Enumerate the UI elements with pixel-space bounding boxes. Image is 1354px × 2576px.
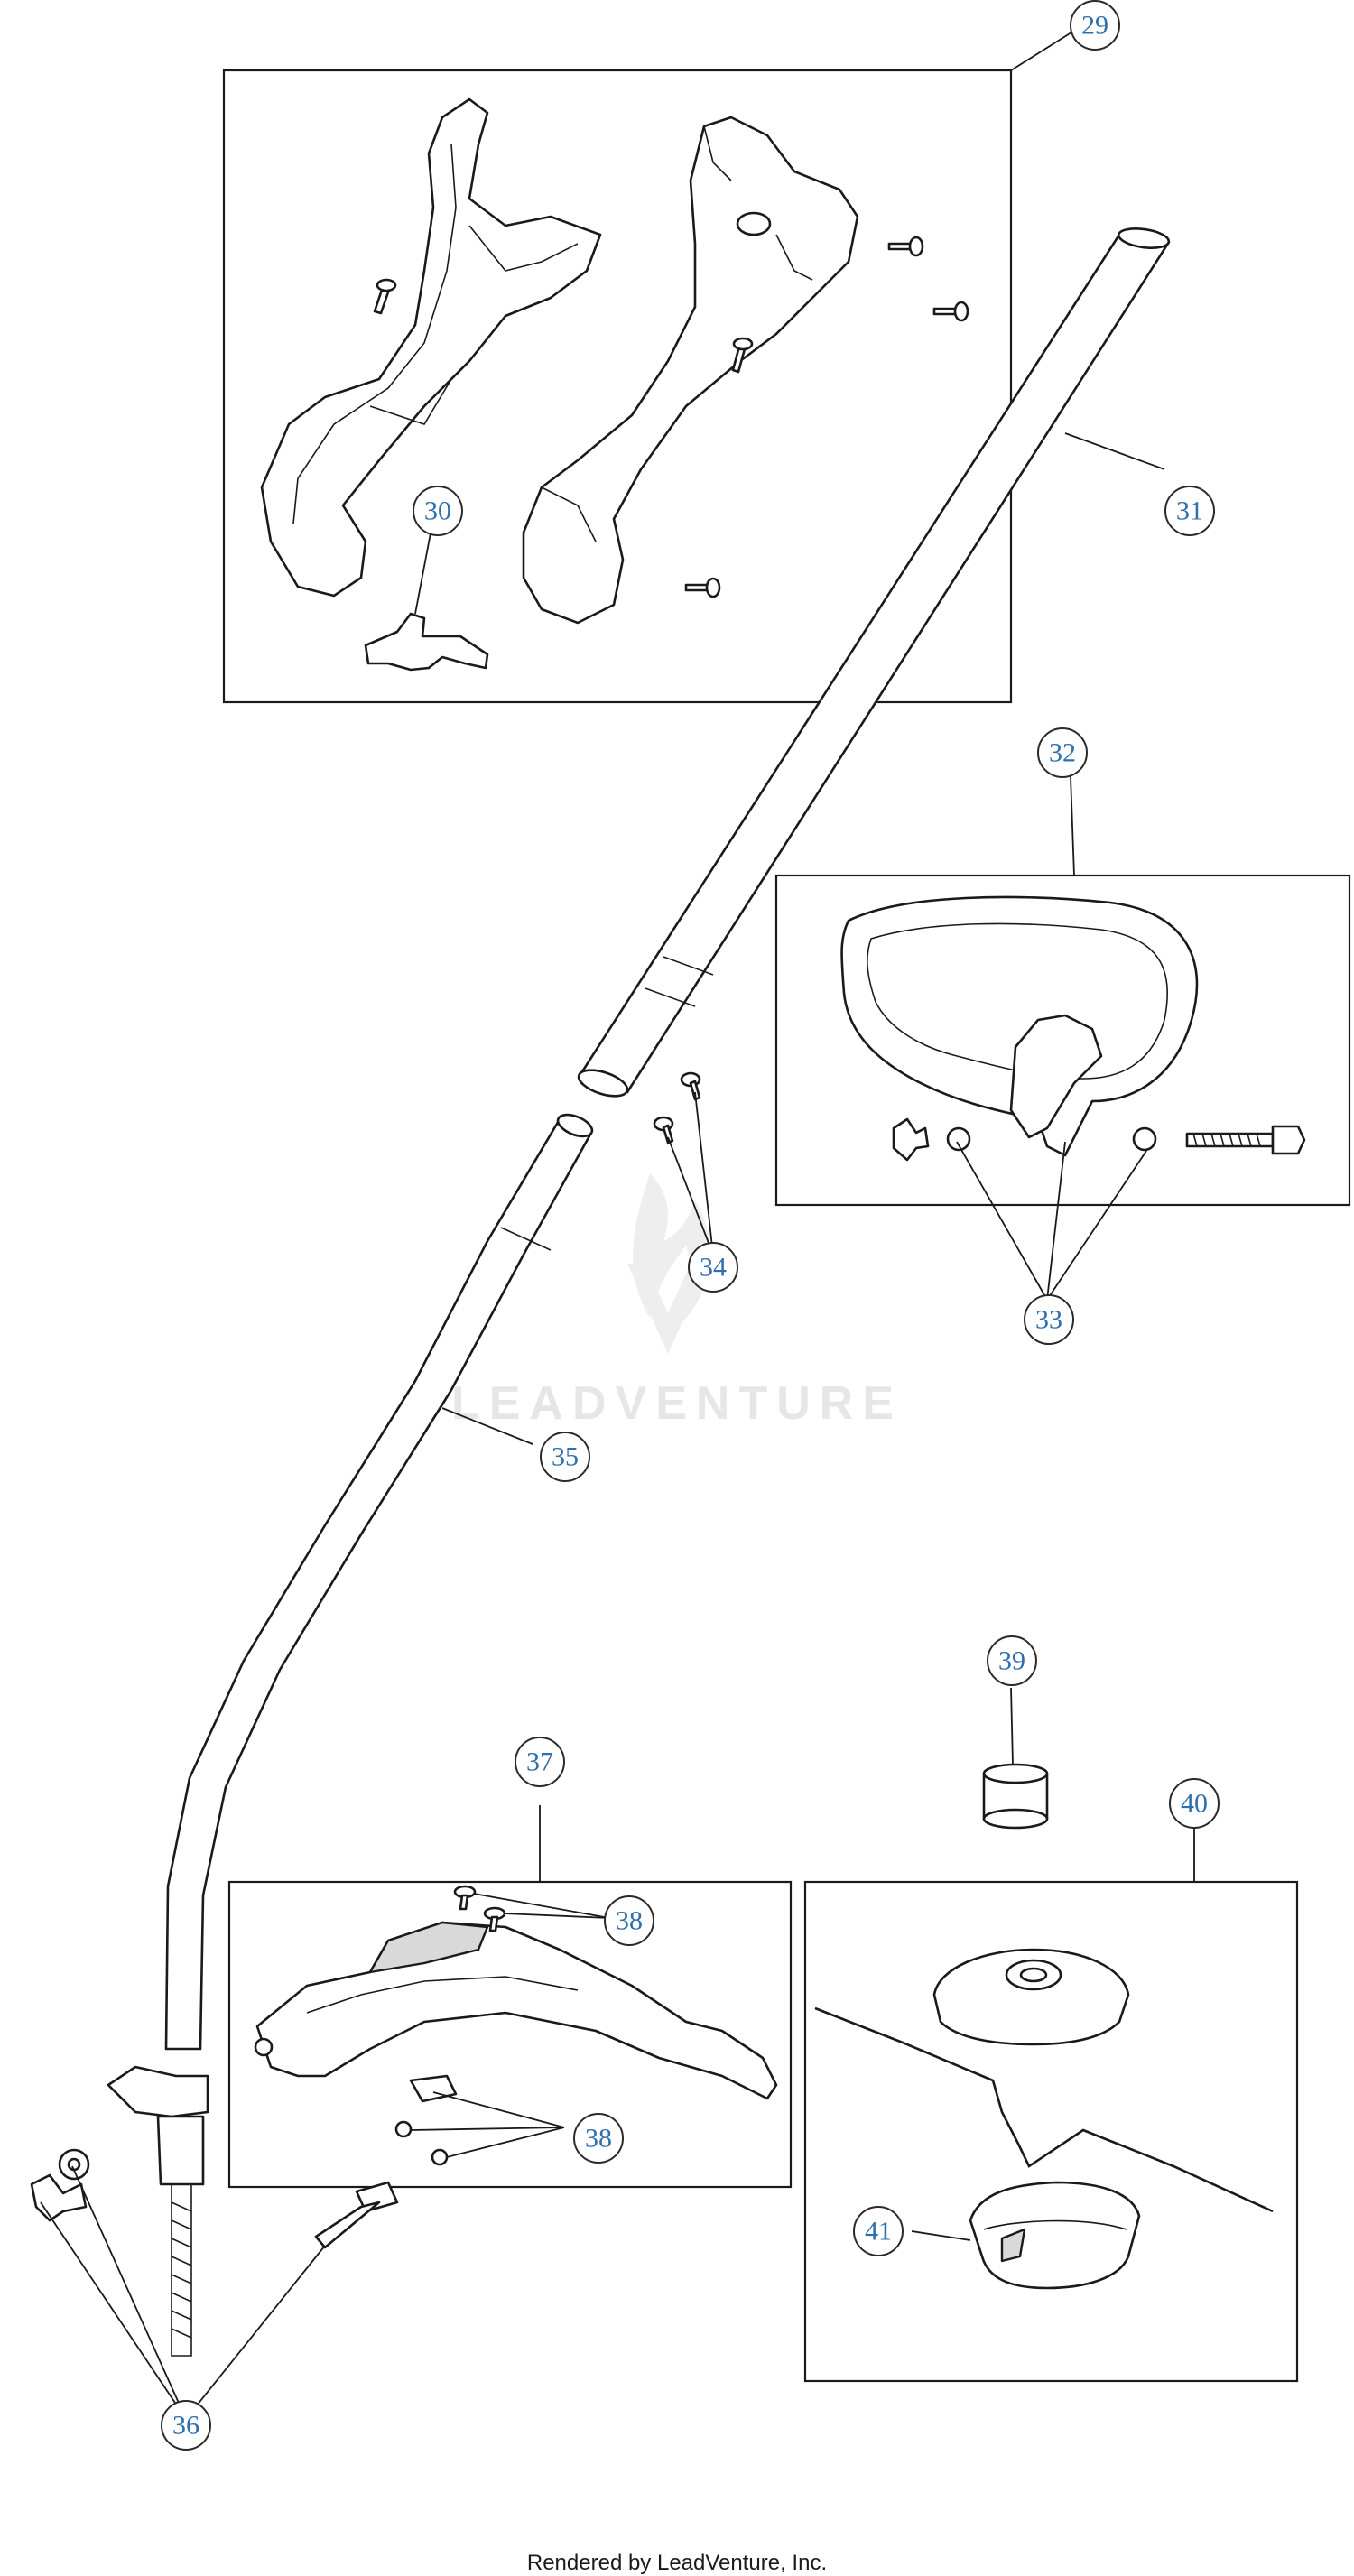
svg-text:40: 40 [1181, 1789, 1208, 1819]
line-cutter-blade [394, 2074, 458, 2166]
spool-housing [969, 2181, 1141, 2290]
callout-39: 39 [987, 1635, 1037, 1686]
svg-text:29: 29 [1081, 11, 1108, 41]
callout-41: 41 [853, 2206, 904, 2256]
svg-text:38: 38 [585, 2124, 612, 2154]
svg-text:32: 32 [1049, 738, 1076, 768]
trimmer-line [814, 2006, 1274, 2213]
callout-30: 30 [413, 486, 463, 536]
watermark-brand: LEADVENTURE [451, 1377, 903, 1430]
bolt-icon [1185, 1125, 1306, 1155]
callout-33: 33 [1024, 1294, 1074, 1345]
callout-40: 40 [1169, 1778, 1220, 1829]
footer-credit: Rendered by LeadVenture, Inc. [526, 2551, 828, 2575]
callout-34: 34 [688, 1242, 738, 1293]
svg-text:30: 30 [424, 496, 451, 526]
svg-text:35: 35 [552, 1442, 579, 1472]
watermark: LEADVENTURE [451, 1173, 903, 1430]
frame-guard [227, 1880, 793, 2189]
svg-text:41: 41 [865, 2217, 892, 2247]
washer-icon [1132, 1126, 1157, 1152]
svg-text:36: 36 [172, 2411, 199, 2441]
frame-handle-assembly [222, 69, 1013, 704]
washer-hole [67, 2157, 81, 2172]
callout-35: 35 [540, 1432, 590, 1482]
upper-shaft [577, 227, 1171, 1098]
screw-icon [653, 1071, 701, 1144]
callout-38-bottom: 38 [573, 2113, 624, 2164]
callout-36: 36 [161, 2400, 211, 2451]
svg-text:34: 34 [700, 1253, 727, 1283]
lower-shaft [164, 1113, 594, 2051]
svg-text:37: 37 [526, 1747, 553, 1777]
handle-housing-left [260, 97, 602, 598]
frame-loop-handle [774, 874, 1351, 1207]
handle-housing-right [522, 116, 859, 625]
callout-31: 31 [1164, 486, 1215, 536]
trigger [364, 612, 489, 672]
callout-32: 32 [1037, 727, 1088, 778]
callout-38-top: 38 [604, 1895, 654, 1946]
svg-text:39: 39 [998, 1646, 1025, 1676]
svg-text:38: 38 [616, 1906, 643, 1936]
screw-icon [373, 236, 969, 598]
leadventure-logo-icon [627, 1173, 710, 1354]
leader-lines [40, 30, 1195, 2420]
spool [932, 1948, 1130, 2046]
shaft-clamp [107, 2065, 209, 2357]
wing-nut-icon [30, 2173, 88, 2222]
callout-29: 29 [1070, 0, 1120, 51]
wing-nut-icon [892, 1117, 930, 1162]
frame-trimmer-head [803, 1880, 1299, 2383]
bushing [982, 1763, 1049, 1830]
t-bolt-icon [314, 2181, 399, 2249]
svg-text:31: 31 [1176, 496, 1203, 526]
callout-37: 37 [515, 1737, 565, 1787]
svg-text:33: 33 [1035, 1305, 1062, 1335]
loop-handle [840, 895, 1199, 1157]
grass-guard [254, 1921, 778, 2100]
washer-icon [946, 1126, 971, 1152]
